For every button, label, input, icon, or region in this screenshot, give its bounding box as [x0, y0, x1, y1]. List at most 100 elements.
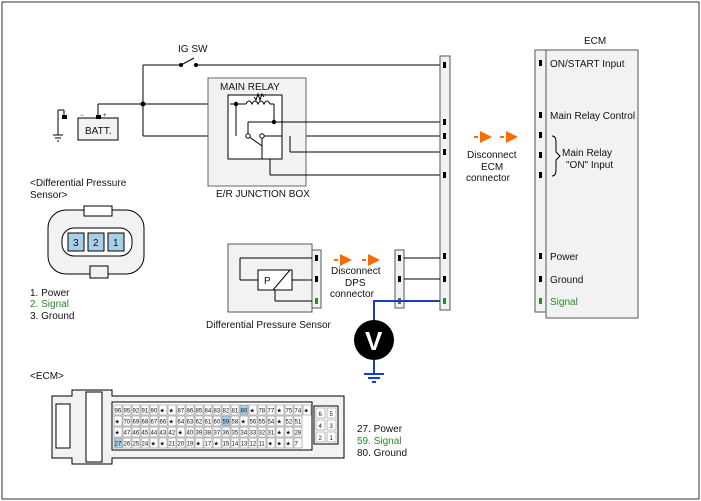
ecm-side-pin-number: 4: [319, 424, 323, 430]
ecm-pin-cell: [140, 437, 150, 449]
ecm-main-relay-on: Main Relay: [562, 148, 612, 159]
ecm-pin-number: 52: [286, 420, 293, 426]
ecm-pin-cell: [203, 426, 213, 438]
ecm-pin-number: 84: [205, 409, 212, 415]
sensor-pin: 2: [93, 238, 99, 249]
ecm-pin-cell: [158, 437, 168, 449]
ecm-pin-cell: [239, 404, 249, 416]
probe-wire: [373, 300, 404, 322]
sensor-legend-item: 1. Power: [30, 288, 70, 299]
ecm-pin-cell: [176, 437, 186, 449]
ecm-side-pin-cell: [326, 407, 337, 419]
ecm-pin-number: ★: [160, 408, 165, 415]
ig-sw-label: IG SW: [178, 44, 208, 55]
ecm-pin-cell: [185, 426, 195, 438]
relay-output-wires: [261, 121, 444, 176]
sensor-legend-item: 2. Signal: [30, 299, 69, 310]
main-relay-label: MAIN RELAY: [220, 82, 280, 93]
ecm-connector-strip: [534, 49, 547, 313]
ecm-pin-number: 87: [178, 409, 185, 415]
ecm-pin-number: 58: [232, 420, 239, 426]
ecm-pin-cell: [158, 404, 168, 416]
ecm-pin-number: 19: [187, 442, 194, 448]
ecm-pin-cell: [131, 415, 141, 427]
ecm-pin-cell: [185, 415, 195, 427]
ecm-pin-number: 68: [142, 420, 149, 426]
svg-text:"ON" Input: "ON" Input: [566, 160, 613, 171]
ecm-side-pin-number: 6: [319, 412, 323, 418]
ecm-pin-cell: [122, 437, 132, 449]
ground-symbol: [364, 373, 384, 383]
ecm-pin-cell: [167, 415, 177, 427]
ecm-legend-item: 80. Ground: [357, 448, 407, 459]
ecm-pin-cell: [221, 426, 231, 438]
brace: [551, 135, 561, 177]
ecm-pin-cell: [131, 426, 141, 438]
ecm-on-start-input: ON/START Input: [550, 59, 625, 70]
ecm-pin-number: 26: [124, 442, 131, 448]
ecm-pin-cell: [122, 404, 132, 416]
ecm-pin-number: 77: [268, 409, 275, 415]
ecm-pin-number: 40: [187, 431, 194, 437]
ecm-pin-number: 43: [160, 431, 167, 437]
battery-label: BATT.: [85, 126, 111, 137]
ecm-side-pin-number: 5: [330, 412, 334, 418]
ecm-pin-number: ★: [277, 441, 282, 448]
ecm-legend-item: 27. Power: [357, 424, 403, 435]
sensor-connector: [47, 205, 145, 279]
ecm-pin-number: 63: [187, 420, 194, 426]
ecm-pin-cell: [122, 426, 132, 438]
ecm-pin-number: 25: [133, 442, 140, 448]
ecm-side-pin-number: 2: [319, 436, 323, 442]
junction-dot: [140, 101, 146, 107]
disconnect-dps-text: Disconnect: [331, 266, 381, 277]
ecm-pin-cell: [257, 404, 267, 416]
ecm-pin-number: 45: [142, 431, 149, 437]
ecm-pin-cell: [176, 404, 186, 416]
ecm-pin-number: 27: [115, 442, 122, 448]
ecm-pin-cell: [221, 404, 231, 416]
ecm-pin-number: ★: [169, 408, 174, 415]
ecm-pin-number: 62: [196, 420, 203, 426]
ecm-pin-number: ★: [115, 430, 120, 437]
ecm-pin-number: 86: [187, 409, 194, 415]
ecm-pin-cell: [293, 415, 303, 427]
ecm-pin-number: 70: [124, 420, 131, 426]
ecm-pin-number: 90: [151, 409, 158, 415]
ecm-pin-number: 81: [232, 409, 239, 415]
ecm-pin-number: 60: [214, 420, 221, 426]
ecm-pin-cell: [275, 437, 285, 449]
sensor-pin: 3: [73, 238, 79, 249]
ecm-pin-number: 59: [223, 420, 230, 426]
ecm-pin-cell: [149, 404, 159, 416]
ecm-pin-number: 38: [205, 431, 212, 437]
ecm-pin-cell: [221, 415, 231, 427]
ecm-pin-cell: [302, 404, 312, 416]
svg-text:connector: connector: [330, 289, 375, 300]
ecm-side-pin-cell: [315, 419, 326, 431]
ecm-main-relay-control: Main Relay Control: [550, 111, 635, 122]
ecm-pin-number: 42: [169, 431, 176, 437]
dps-p-label: P: [264, 276, 271, 287]
battery-terminal: [62, 115, 67, 119]
ecm-pin-cell: [113, 415, 123, 427]
ecm-pin-number: 39: [196, 431, 203, 437]
ecm-pin-cell: [140, 415, 150, 427]
ecm-harness-connector: [439, 55, 451, 311]
ecm-side-pin-number: 1: [330, 436, 334, 442]
ecm-pin-number: 85: [196, 409, 203, 415]
ecm-pin-cell: [293, 437, 303, 449]
battery-terminal: [96, 115, 101, 119]
ecm-pin-cell: [284, 426, 294, 438]
ecm-connector-title: <ECM>: [30, 371, 64, 382]
ecm-pin-number: ★: [178, 430, 183, 437]
ecm-pin-number: 21: [169, 442, 176, 448]
ecm-signal: Signal: [550, 297, 578, 308]
ecm-pin-cell: [194, 426, 204, 438]
ecm-pin-cell: [248, 437, 258, 449]
ecm-pin-number: ★: [277, 430, 282, 437]
ecm-pin-number: 37: [214, 431, 221, 437]
